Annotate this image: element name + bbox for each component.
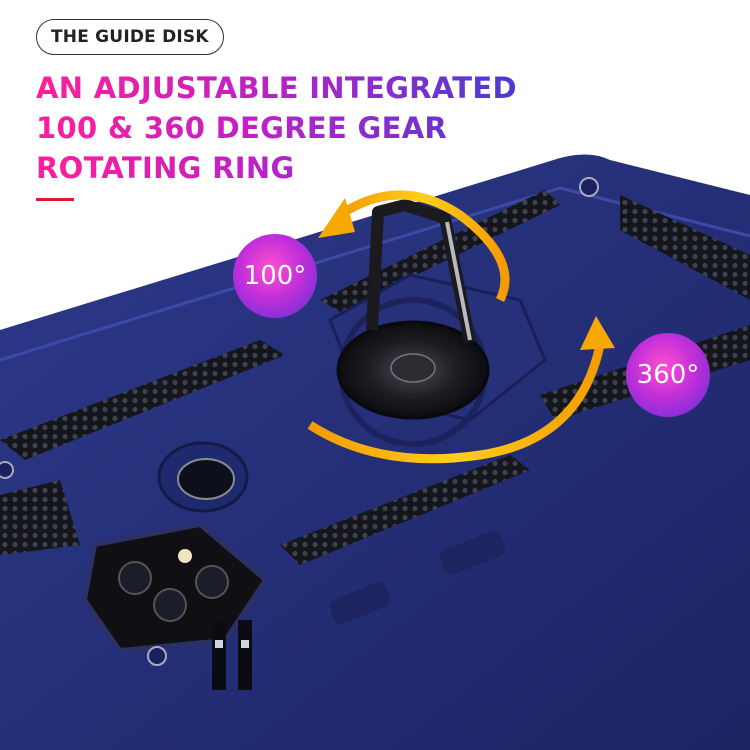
headline-line-3: ROTATING RING bbox=[36, 148, 517, 188]
rotation-arrow-icon bbox=[307, 344, 605, 464]
headline: AN ADJUSTABLE INTEGRATED 100 & 360 DEGRE… bbox=[36, 68, 517, 188]
guide-disk-badge: THE GUIDE DISK bbox=[36, 19, 224, 55]
headline-line-1: AN ADJUSTABLE INTEGRATED bbox=[36, 68, 517, 108]
degree-360-label: 360° bbox=[626, 333, 710, 417]
rotation-arrow-icon bbox=[337, 190, 510, 303]
divider bbox=[36, 198, 74, 201]
camera-module-icon bbox=[82, 522, 268, 653]
degree-100-label: 100° bbox=[233, 234, 317, 318]
grip-strip bbox=[280, 455, 530, 565]
headline-line-2: 100 & 360 DEGREE GEAR bbox=[36, 108, 517, 148]
grip-strip bbox=[620, 195, 750, 300]
grip-strip bbox=[0, 340, 285, 460]
grip-strip bbox=[0, 480, 80, 555]
